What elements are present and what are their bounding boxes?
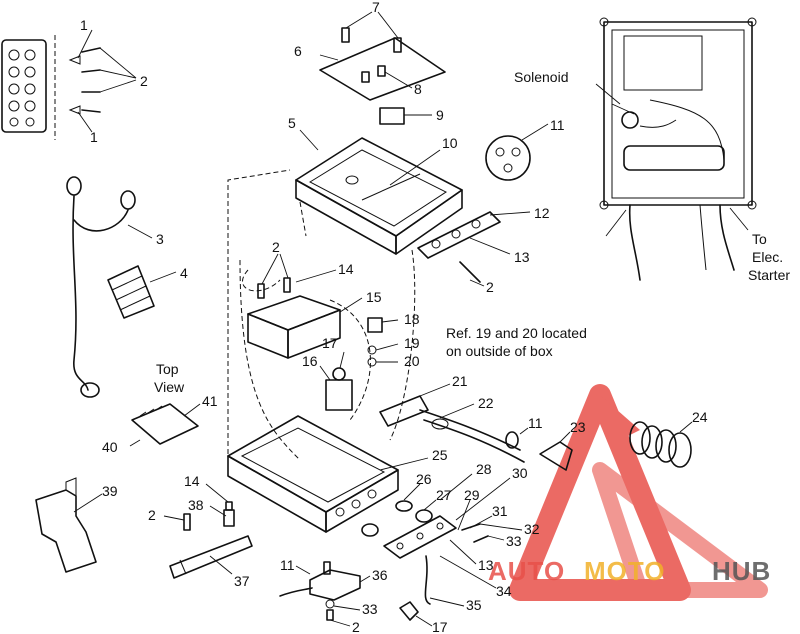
top-view-line-2: View	[154, 379, 185, 395]
to-elec-line-3: Starter	[748, 267, 790, 283]
callout-2d: 2	[148, 507, 156, 523]
callout-6: 6	[294, 43, 302, 59]
callout-33a: 33	[506, 533, 522, 549]
rubber-boot-part	[107, 265, 155, 319]
callout-20: 20	[404, 353, 420, 369]
callout-10: 10	[442, 135, 458, 151]
lower-enclosure-part	[227, 415, 399, 533]
spark-cap-part	[505, 431, 573, 471]
callout-2e: 2	[352, 619, 360, 634]
small-block-part	[379, 107, 405, 125]
grommet-part	[485, 135, 531, 181]
callout-11a: 11	[550, 117, 565, 133]
callout-2a: 2	[140, 73, 148, 89]
callout-14a: 14	[338, 261, 354, 277]
callout-1a: 1	[80, 17, 88, 33]
watermark-word-hub: HUB	[712, 556, 771, 586]
watermark-text: AUTO MOTO HUB	[488, 556, 771, 586]
callout-32: 32	[524, 521, 540, 537]
to-elec-line-2: Elec.	[752, 249, 783, 265]
solenoid-label: Solenoid	[514, 69, 569, 85]
ignition-clip-part	[279, 561, 361, 621]
installed-view-inset	[599, 17, 757, 281]
module-part	[247, 277, 341, 359]
callout-11b: 11	[528, 415, 543, 431]
callout-39: 39	[102, 483, 118, 499]
terminal-strip-part	[417, 211, 501, 283]
large-boot-part	[629, 421, 692, 468]
callout-30: 30	[512, 465, 528, 481]
callout-24: 24	[692, 409, 708, 425]
callout-3: 3	[156, 231, 164, 247]
callout-29: 29	[464, 487, 480, 503]
ref-note-line-2: on outside of box	[446, 343, 553, 359]
callout-labels: 1 1 2 7 6 8 9 5 10 11 12 13 2 3 4 2 14 1…	[80, 0, 708, 634]
callout-25: 25	[432, 447, 448, 463]
callout-31: 31	[492, 503, 508, 519]
callout-22: 22	[478, 395, 494, 411]
callout-28: 28	[476, 461, 492, 477]
watermark-word-auto: AUTO	[488, 556, 565, 586]
ref-note-line-1: Ref. 19 and 20 located	[446, 325, 587, 341]
callout-17a: 17	[322, 335, 338, 351]
top-view-module-part	[131, 403, 199, 445]
callout-40: 40	[102, 439, 118, 455]
callout-14b: 14	[184, 473, 200, 489]
callout-12: 12	[534, 205, 550, 221]
upper-enclosure-part	[295, 137, 463, 255]
screw-set-part	[183, 501, 235, 531]
callout-1b: 1	[90, 129, 98, 145]
cover-plate-part	[319, 27, 446, 101]
diagram-notes: Solenoid To Elec. Starter Top View Ref. …	[154, 69, 790, 395]
callout-26: 26	[416, 471, 432, 487]
callout-13a: 13	[514, 249, 530, 265]
callout-4: 4	[180, 265, 188, 281]
callout-27: 27	[436, 487, 452, 503]
callout-33b: 33	[362, 601, 378, 617]
callout-36: 36	[372, 567, 388, 583]
callout-5: 5	[288, 115, 296, 131]
to-elec-line-1: To	[752, 231, 767, 247]
callout-17b: 17	[432, 619, 448, 634]
callout-21: 21	[452, 373, 468, 389]
battery-cable-part	[66, 176, 136, 398]
lower-hardware-part	[361, 500, 489, 605]
connector-block-part	[1, 35, 101, 140]
callout-9: 9	[436, 107, 444, 123]
callout-7: 7	[372, 0, 380, 15]
callout-16: 16	[302, 353, 318, 369]
callout-11c: 11	[280, 557, 295, 573]
callout-35: 35	[466, 597, 482, 613]
callout-15: 15	[366, 289, 382, 305]
callout-38: 38	[188, 497, 204, 513]
callout-18: 18	[404, 311, 420, 327]
solenoid-assembly-part	[325, 317, 383, 411]
callout-41: 41	[202, 393, 218, 409]
callout-23: 23	[570, 419, 586, 435]
mount-bracket-part	[35, 477, 97, 573]
watermark-word-moto: MOTO	[584, 556, 666, 586]
callout-13b: 13	[478, 557, 494, 573]
callout-34: 34	[496, 583, 512, 599]
flat-bracket-part	[169, 535, 253, 579]
callout-2b: 2	[486, 279, 494, 295]
callout-8: 8	[414, 81, 422, 97]
small-cap-part	[399, 601, 419, 621]
callout-19: 19	[404, 335, 420, 351]
watermark-logo	[509, 384, 768, 601]
callout-2c: 2	[272, 239, 280, 255]
top-view-line-1: Top	[156, 361, 179, 377]
callout-37: 37	[234, 573, 250, 589]
